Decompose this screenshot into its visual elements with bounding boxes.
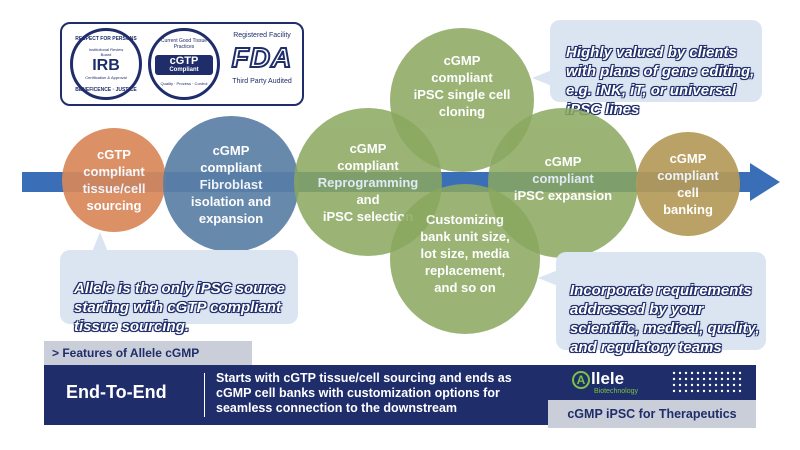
cgtp-seal-sub-text: Compliant bbox=[169, 67, 199, 73]
step-cell-banking-label: cGMP compliant cell banking bbox=[657, 151, 719, 217]
allele-logo-icon: A bbox=[572, 371, 590, 389]
irb-seal-mid-text: Institutional Review Board bbox=[88, 47, 124, 57]
features-description: Starts with cGTP tissue/cell sourcing an… bbox=[216, 371, 512, 415]
certification-badges: RESPECT FOR PERSONS Institutional Review… bbox=[60, 22, 304, 106]
tagline-text: cGMP iPSC for Therapeutics bbox=[567, 407, 737, 421]
irb-seal-name: IRB bbox=[92, 57, 120, 74]
fda-badge: Registered Facility FDA Third Party Audi… bbox=[226, 32, 298, 96]
dot-grid-decoration bbox=[672, 371, 742, 393]
fda-badge-name: FDA bbox=[231, 41, 293, 74]
cgtp-seal: Current Good Tissue Practices cGTP Compl… bbox=[148, 28, 220, 100]
irb-seal-sub-text: Certification & Approval bbox=[85, 75, 127, 80]
step-fibroblast-isolation: cGMP compliant Fibroblast isolation and … bbox=[163, 116, 299, 252]
step-tissue-sourcing: cGTP compliant tissue/cell sourcing bbox=[62, 128, 166, 232]
callout-requirements-text: Incorporate requirements addressed by yo… bbox=[570, 282, 760, 356]
features-divider bbox=[204, 373, 205, 417]
features-title: End-To-End bbox=[66, 382, 167, 402]
irb-seal-bottom-text: BENEFICENCE · JUSTICE bbox=[75, 87, 137, 93]
cgtp-seal-name: cGTP bbox=[169, 55, 199, 67]
step-ipsc-expansion-label: cGMP compliant iPSC expansion bbox=[513, 153, 613, 203]
cgtp-seal-bottom-text: Quality · Process · Control bbox=[160, 81, 208, 86]
fda-badge-bottom-text: Third Party Audited bbox=[232, 78, 292, 85]
features-tab-label: > Features of Allele cGMP bbox=[52, 346, 200, 360]
allele-logo-subtitle: Biotechnology bbox=[594, 388, 638, 395]
step-cell-banking: cGMP compliant cell banking bbox=[636, 132, 740, 236]
callout-requirements-pointer bbox=[538, 270, 558, 286]
tagline-box bbox=[548, 400, 756, 428]
callout-requirements: Incorporate requirements addressed by yo… bbox=[556, 252, 766, 356]
step-single-cell-cloning-label: cGMP compliant iPSC single cell cloning bbox=[413, 53, 511, 119]
callout-gene-editing-pointer bbox=[532, 70, 552, 86]
fda-badge-top-text: Registered Facility bbox=[233, 32, 291, 39]
cgtp-seal-name-band bbox=[155, 55, 213, 75]
callout-allele-only-text: Allele is the only iPSC source starting … bbox=[74, 280, 285, 335]
irb-seal-top-text: RESPECT FOR PERSONS bbox=[75, 36, 137, 42]
cgtp-seal-top-text: Current Good Tissue Practices bbox=[160, 38, 208, 50]
callout-gene-editing-text: Highly valued by clients with plans of g… bbox=[566, 44, 755, 118]
step-tissue-sourcing-label: cGTP compliant tissue/cell sourcing bbox=[82, 147, 146, 213]
callout-allele-only: Allele is the only iPSC source starting … bbox=[60, 250, 298, 335]
irb-seal: RESPECT FOR PERSONS Institutional Review… bbox=[70, 28, 142, 100]
step-fibroblast-isolation-label: cGMP compliant Fibroblast isolation and … bbox=[190, 142, 272, 226]
callout-allele-only-pointer bbox=[92, 232, 108, 252]
features-tab: > Features of Allele cGMP bbox=[44, 341, 252, 365]
step-reprogramming-label: cGMP compliant Reprogramming and iPSC se… bbox=[317, 140, 419, 224]
allele-logo-text: llele bbox=[591, 369, 625, 388]
callout-gene-editing: Highly valued by clients with plans of g… bbox=[550, 20, 762, 118]
process-arrow-head bbox=[750, 163, 780, 201]
step-customizing-bank: Customizing bank unit size, lot size, me… bbox=[390, 184, 540, 334]
allele-logo: A llele Biotechnology bbox=[572, 369, 662, 397]
step-customizing-bank-label: Customizing bank unit size, lot size, me… bbox=[420, 211, 510, 295]
